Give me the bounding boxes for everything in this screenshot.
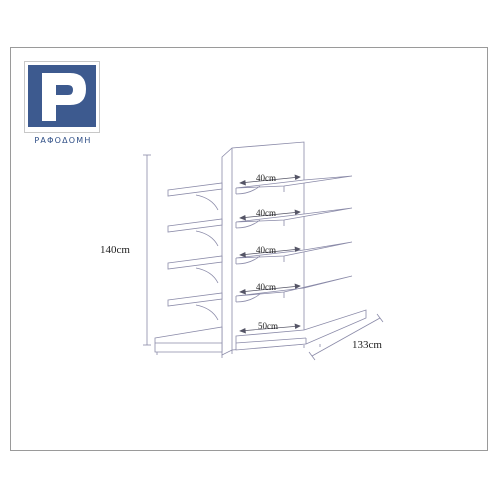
brand-name: ΡΑΦΟΔΟΜΗ [34,136,92,145]
left-base [154,326,223,353]
depth-arrow [239,211,301,219]
right-base [235,309,367,351]
logo-p-icon [42,73,86,121]
left-shelf [167,255,223,270]
shelf-depth-label: 40cm [256,208,276,218]
right-shelf [235,207,353,223]
right-shelf [235,175,353,189]
left-shelf [167,182,223,197]
length-dimension-line [311,317,381,357]
length-label: 133cm [352,339,382,351]
depth-arrow [239,325,301,332]
base-depth-label: 50cm [258,321,278,331]
depth-arrow [239,176,301,184]
left-shelf [167,292,223,307]
depth-arrow [239,285,301,293]
right-shelf [235,241,353,259]
depth-arrow [239,248,301,256]
shelf-depth-label: 40cm [256,245,276,255]
brand-logo [24,61,100,133]
shelf-depth-label: 40cm [256,173,276,183]
height-label: 140cm [100,244,130,256]
drawing-frame [10,47,488,451]
left-shelf [167,218,223,233]
logo-mark [28,65,96,127]
shelf-depth-label: 40cm [256,282,276,292]
right-shelf [235,275,353,297]
